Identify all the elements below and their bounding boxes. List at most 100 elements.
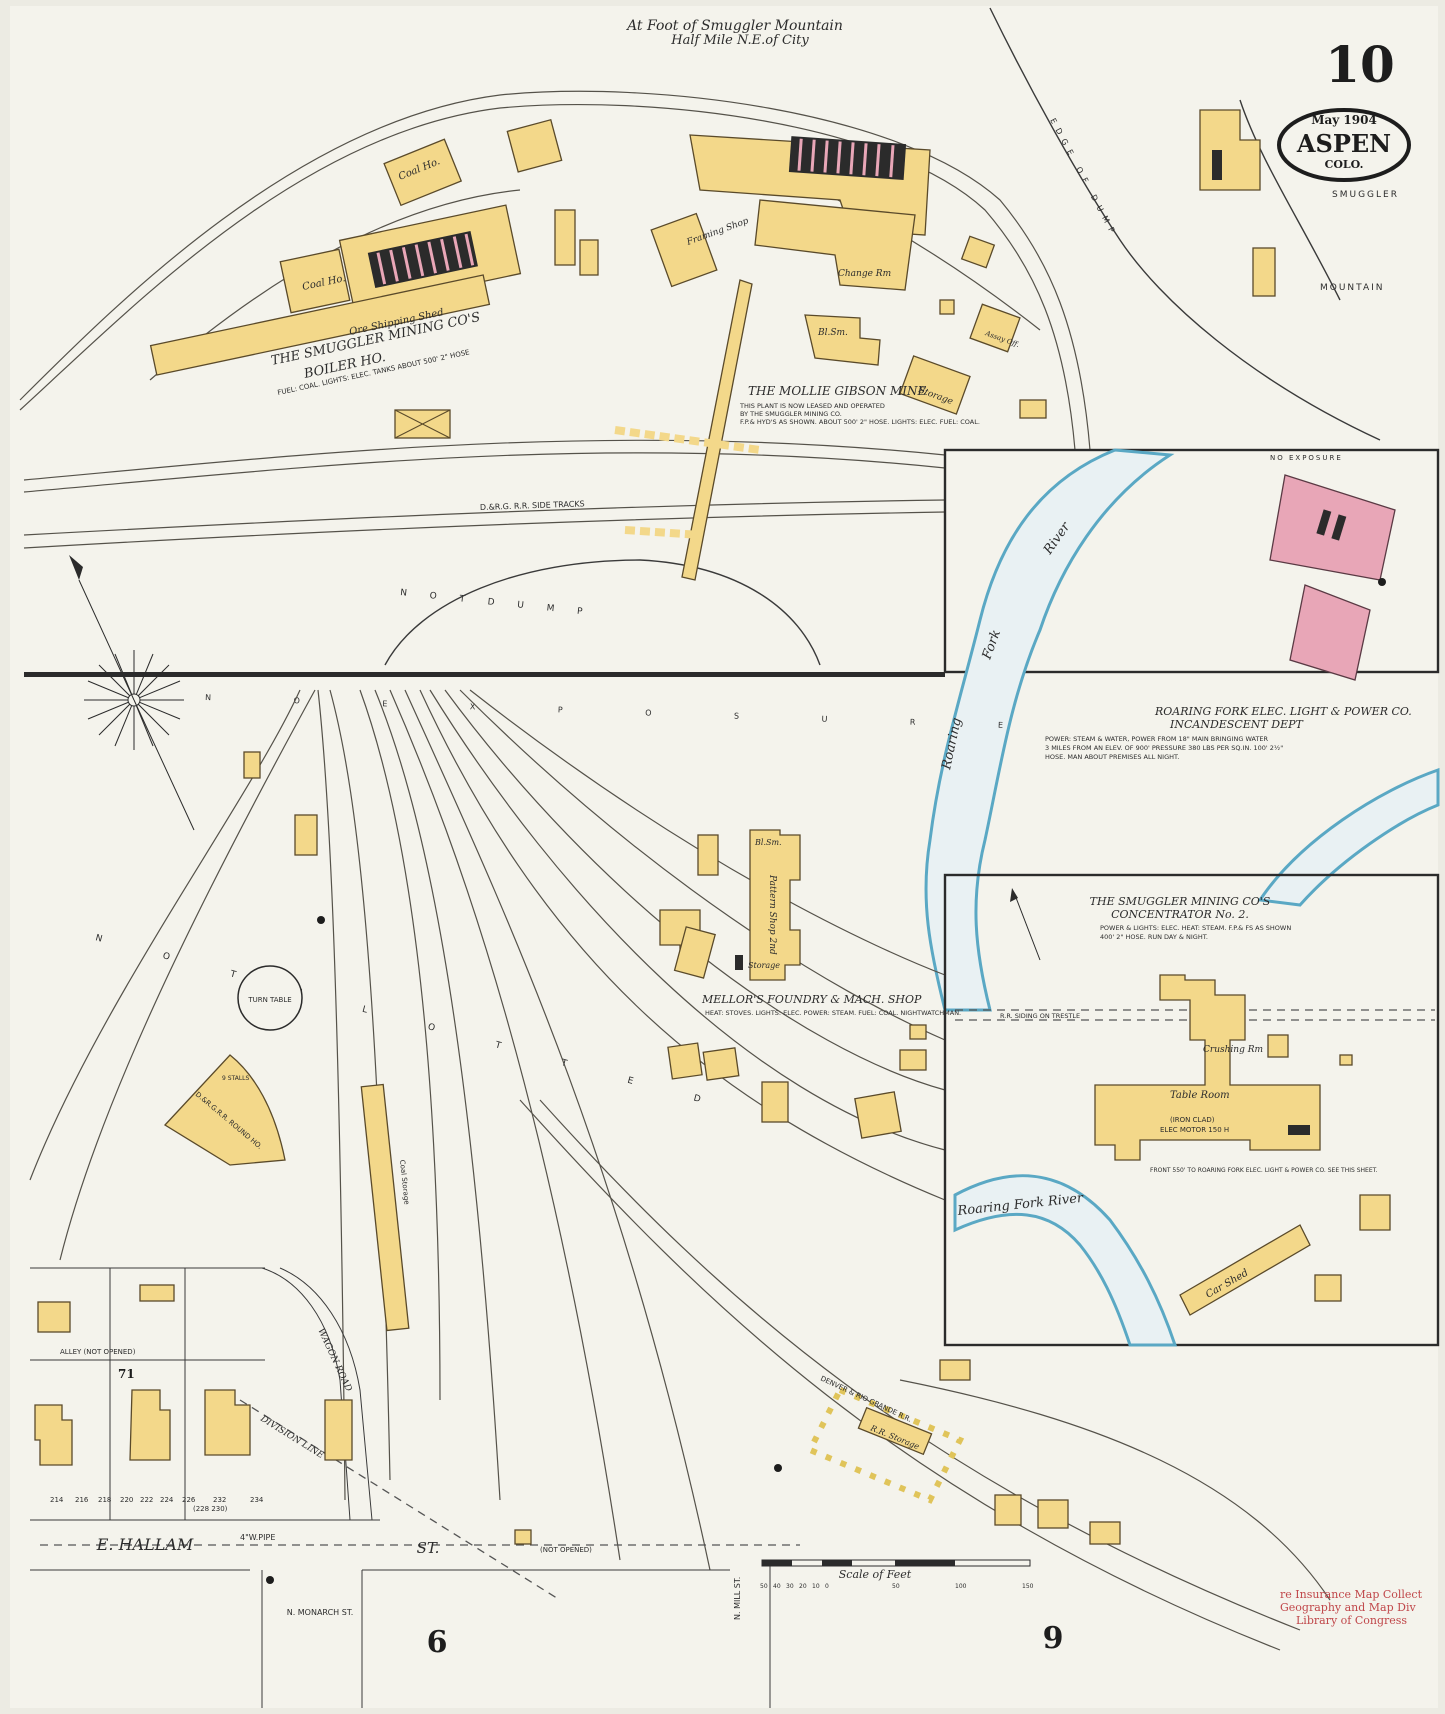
sheet-date: May 1904 [1311,113,1377,127]
pipe-label: 4"W.PIPE [240,1533,275,1542]
house-number-218: 218 [98,1496,111,1504]
elevated-tramway [681,279,753,581]
dump-outline [384,559,821,666]
roundhouse-building [163,1054,286,1166]
title-cartouche: May 1904 ASPEN COLO. [1277,108,1411,182]
storage-shed-a [554,209,576,266]
stamp-line-2: Geography and Map Div [1280,1601,1416,1614]
storage-south-2 [1037,1499,1069,1529]
house-number-row: 214 216 218 220 222 224 226 232 234 (228… [50,1496,264,1513]
e-hallam-label: E. HALLAM [96,1535,194,1554]
section-divider [24,672,945,677]
table-room-label: Table Room [1170,1090,1230,1101]
crushing-room-label: Crushing Rm [1203,1045,1263,1055]
storage-building-ne [1252,247,1276,297]
sheet-number: 10 [1325,35,1395,94]
office-building-w [243,751,261,779]
mellor-label: MELLOR'S FOUNDRY & MACH. SHOP [701,993,922,1006]
adjoining-sheet-6: 6 [427,1625,448,1660]
dwelling-mid-4 [854,1091,902,1139]
n-monarch-label: N. MONARCH ST. [287,1608,354,1617]
scale-label: Scale of Feet [839,1568,912,1581]
scale-bar: Scale of Feet 50 40 30 20 10 0 50 100 15… [760,1559,1034,1590]
dwelling-mid-2 [702,1047,740,1081]
storage-shed-b [579,239,599,276]
mellor-foundry [659,829,801,981]
bl-sm-label-1: Bl.Sm. [817,328,848,338]
smuggler-boiler-house [149,204,522,376]
storage-building-top [899,355,971,415]
mollie-label: THE MOLLIE GIBSON MINE [748,384,926,398]
rr-storage-small [939,1359,971,1381]
mollie-note-2: BY THE SMUGGLER MINING CO. [740,410,842,418]
scale-tick-3: 30 [786,1583,794,1590]
dwelling-mid-5 [899,1049,927,1071]
not-opened-label: (NOT OPENED) [540,1546,592,1554]
scale-tick-6: 0 [825,1583,829,1590]
hydrant-2 [266,1576,274,1584]
dwelling-mid-6 [909,1024,927,1040]
mountain-contour [1239,99,1341,301]
city-name: ASPEN [1296,129,1391,158]
turn-table-label: TURN TABLE [247,996,291,1004]
concentrator-siding: R.R. SIDING ON TRESTLE [1000,1012,1080,1020]
front-note: FRONT 550' TO ROARING FORK ELEC. LIGHT &… [1150,1167,1378,1174]
comp-room-building [506,118,563,173]
scale-tick-8: 100 [955,1583,967,1590]
header-note-2: Half Mile N.E.of City [670,33,809,48]
pattern-shop-label: Pattern Shop 2nd [767,874,777,955]
concentrator-note-2: 400' 2" HOSE. RUN DAY & NIGHT. [1100,933,1208,941]
storage-south-3 [1089,1521,1121,1545]
division-line [239,1399,561,1601]
mollie-note-1: THIS PLANT IS NOW LEASED AND OPERATED [739,402,885,410]
iron-clad-label: (IRON CLAD) [1170,1116,1215,1124]
storage-label-mid: Storage [748,961,780,970]
house-number-234: 234 [250,1496,264,1504]
small-building-s [514,1529,532,1545]
scale-tick-4: 20 [799,1583,807,1590]
n-mill-label: N. MILL ST. [733,1577,742,1620]
small-building-g [1019,399,1047,419]
concentrator-subtitle: CONCENTRATOR No. 2. [1111,908,1249,921]
inset-concentrator: THE SMUGGLER MINING CO'S CONCENTRATOR No… [943,873,1440,1347]
scale-tick-5: 10 [812,1583,820,1590]
house-number-214: 214 [50,1496,64,1504]
header-note-1: At Foot of Smuggler Mountain [625,18,843,34]
dwelling-b4 [129,1389,171,1461]
dwelling-b3 [34,1404,73,1466]
scale-tick-2: 40 [773,1583,781,1590]
concentrator-title: THE SMUGGLER MINING CO'S [1090,895,1271,908]
change-rm-label: Change Rm [838,269,891,279]
sand-house [294,814,318,856]
trestle-1 [614,426,761,454]
dwelling-mid-3 [761,1081,789,1123]
scale-tick-7: 50 [892,1583,900,1590]
mollie-note-3: F.P.& HYD'S AS SHOWN. ABOUT 500' 2" HOSE… [740,418,980,426]
house-number-224: 224 [160,1496,174,1504]
mountain-label-1: SMUGGLER [1332,190,1399,200]
dwelling-b6 [324,1399,353,1461]
storage-south-1 [994,1494,1022,1526]
alley-label: ALLEY (NOT OPENED) [60,1348,136,1356]
dwelling-mid-1 [667,1042,703,1080]
house-number-222: 222 [140,1496,153,1504]
house-number-226: 226 [182,1496,196,1504]
stalls-label: 9 STALLS [222,1075,250,1082]
state-name: COLO. [1325,158,1364,171]
concentrator-note-1: POWER & LIGHTS: ELEC. HEAT: STEAM. F.P.&… [1100,924,1291,932]
hydrant-4 [1378,578,1386,586]
hydrant-1 [317,916,325,924]
block-71: 71 [118,1367,135,1381]
elec-motor-label: ELEC MOTOR 150 H [1160,1126,1229,1134]
library-stamp: re Insurance Map Collect Geography and M… [1280,1588,1423,1627]
framing-shop-building [650,212,718,288]
power-note-2: 3 MILES FROM AN ELEV. OF 900' PRESSURE 3… [1045,744,1283,752]
dwelling-b2 [139,1284,175,1302]
mountain-label-2: MOUNTAIN [1320,283,1385,293]
hydrant-3 [774,1464,782,1472]
power-title: ROARING FORK ELEC. LIGHT & POWER CO. [1154,705,1412,718]
mellor-note: HEAT: STOVES. LIGHTS: ELEC. POWER: STEAM… [705,1009,961,1017]
small-building-e [960,235,996,269]
drg-side-tracks-label: D.&R.G. R.R. SIDE TRACKS [480,499,585,512]
